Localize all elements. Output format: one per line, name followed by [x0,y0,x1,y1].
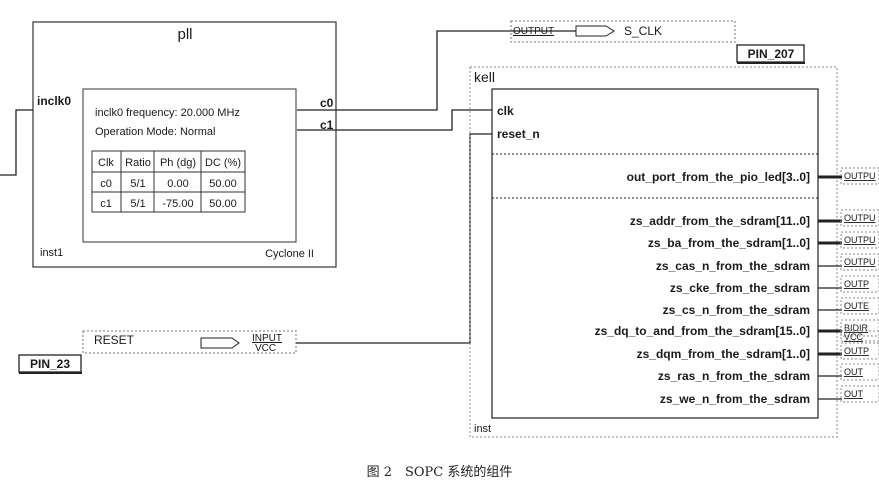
kell-inst-label: inst [474,423,491,435]
pll-settings-panel [82,88,297,243]
pll-block[interactable]: pll inclk0 c0 c1 inst1 Cyclone II inclk0… [32,21,337,268]
table-cell: 50.00 [209,198,237,210]
pll-c1-label: c1 [320,118,334,132]
pll-inclk0-label: inclk0 [37,94,71,108]
kell-output-port: zs_ba_from_the_sdram[1..0] [648,236,810,250]
kell-output-port: zs_ras_n_from_the_sdram [658,369,810,383]
pin-stub-box [840,231,879,249]
pin-stub-label: OUT [844,389,864,399]
table-header-phase: Ph (dg) [160,157,196,169]
pll-family-label: Cyclone II [265,248,314,260]
figure-caption: 图 2 SOPC 系统的组件 [366,465,513,480]
table-cell: c0 [100,178,112,190]
output-pin-arrow-icon [575,25,615,37]
pin-stub-box [840,297,879,315]
table-header-ratio: Ratio [125,157,151,169]
pin-stub-label: OUTP [844,346,869,356]
pin-stub-label: OUT [844,367,864,377]
kell-output-ports: out_port_from_the_pio_led[3..0] zs_addr_f… [595,170,810,406]
kell-output-port: out_port_from_the_pio_led[3..0] [627,170,810,184]
table-cell: 50.00 [209,178,237,190]
kell-title: kell [474,69,495,85]
table-header-clk: Clk [98,157,114,169]
kell-output-port: zs_cas_n_from_the_sdram [656,259,810,273]
pin-stub-box [840,209,879,227]
pin-stub-label: BIDIR [844,323,869,333]
pin-stub-label: OUTP [844,279,869,289]
table-cell: c1 [100,198,112,210]
pll-clock-table: Clk Ratio Ph (dg) DC (%) c0 5/1 0.00 50.… [91,150,246,213]
table-header-dc: DC (%) [205,157,241,169]
pin-stub-label: VCC [844,332,864,342]
input-pin-arrow-icon [200,337,240,349]
pll-title: pll [177,26,192,43]
pll-frequency-text: inclk0 frequency: 20.000 MHz [95,107,240,119]
table-cell: 5/1 [130,198,145,210]
pin-207-text: PIN_207 [748,47,795,61]
kell-output-port: zs_cs_n_from_the_sdram [663,303,810,317]
reset-value-label: VCC [255,343,276,354]
pin-stub-label: OUTPU [844,213,876,223]
pin-stub-box [840,319,879,337]
pin-stub-box [840,385,879,403]
wire-inclk0 [0,109,33,176]
reset-name-label: RESET [94,333,135,347]
pin-stub-label: OUTPU [844,171,876,181]
kell-output-wires [818,175,842,400]
wires [0,30,576,344]
kell-core-box [491,88,819,419]
kell-output-port: zs_dqm_from_the_sdram[1..0] [637,347,810,361]
wire-c1-clk [297,109,492,131]
pin-207-label[interactable]: PIN_207 [736,44,805,64]
pin-stub-box [840,253,879,271]
pin-stub-label: OUTPU [844,257,876,267]
pll-inst-label: inst1 [40,247,63,259]
kell-output-port: zs_we_n_from_the_sdram [660,392,810,406]
kell-output-port: zs_addr_from_the_sdram[11..0] [630,214,810,228]
reset-type-label: INPUT [252,333,282,344]
kell-clk-port: clk [497,104,514,118]
table-cell: 0.00 [167,178,188,190]
s-clk-name-label: S_CLK [624,24,662,38]
wire-c0-sclk [297,30,576,111]
s-clk-type-label: OUTPUT [513,26,554,37]
pin-stub-label: OUTE [844,301,869,311]
kell-reset-n-port: reset_n [497,127,540,141]
pll-mode-text: Operation Mode: Normal [95,126,215,138]
pin-stub-label: OUTPU [844,235,876,245]
table-cell: 5/1 [130,178,145,190]
s-clk-output-pin[interactable]: OUTPUT S_CLK [510,20,736,43]
table-cell: -75.00 [162,198,193,210]
kell-output-port: zs_cke_from_the_sdram [670,281,810,295]
pin-23-text: PIN_23 [30,357,70,371]
kell-output-port: zs_dq_to_and_from_the_sdram[15..0] [595,324,810,338]
pin-stub-box [840,363,879,381]
pin-stub-box [840,342,879,360]
pin-stub-box [840,275,879,293]
reset-input-pin[interactable]: RESET INPUT VCC [82,330,297,354]
pll-c0-label: c0 [320,96,334,110]
wire-reset [296,133,492,344]
pin-stub-box [840,167,879,185]
kell-block[interactable]: kell inst clk reset_n out_port_from_the_… [469,66,842,438]
pin-23-label[interactable]: PIN_23 [18,354,82,374]
